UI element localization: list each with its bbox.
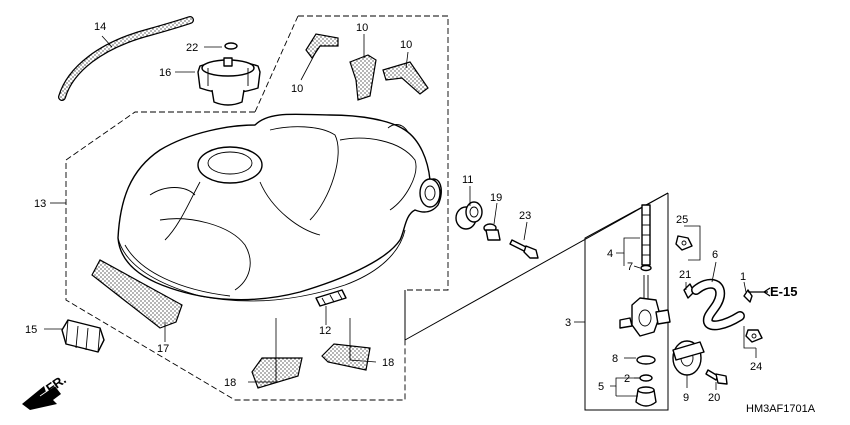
screw-20 (705, 369, 728, 385)
valve-gasket-8 (636, 355, 656, 365)
callout-20: 20 (708, 392, 720, 404)
callout-6: 6 (712, 249, 718, 261)
front-arrow-icon (22, 384, 61, 410)
callouts: 14 22 16 10 10 10 13 15 17 12 18 18 11 1… (25, 21, 762, 404)
callout-16: 16 (159, 67, 171, 79)
callout-14: 14 (94, 21, 106, 33)
hose-clip-1 (743, 289, 753, 303)
sediment-cup (635, 386, 657, 407)
callout-13: 13 (34, 198, 46, 210)
callout-12: 12 (319, 325, 331, 337)
callout-21: 21 (679, 269, 691, 281)
e15-reference-arrow-icon (748, 287, 771, 297)
rubber-strip (315, 289, 347, 307)
callout-17: 17 (157, 343, 169, 355)
rubber-mount (61, 319, 105, 353)
leader-lines (44, 34, 757, 397)
valve-o-ring-2 (639, 374, 653, 382)
tank-bottom-pad (91, 259, 183, 329)
callout-10-right: 10 (400, 39, 412, 51)
fuel-hose (691, 278, 745, 331)
bottom-pad-left (251, 357, 303, 389)
callout-23: 23 (519, 210, 531, 222)
drawing-code: HM3AF1701A (746, 403, 816, 415)
callout-4: 4 (607, 248, 613, 260)
bottom-pad-right (321, 343, 371, 371)
reference-label: E-15 (770, 284, 797, 299)
clip-24 (745, 329, 763, 343)
clip-25 (675, 235, 693, 251)
collar (483, 223, 501, 241)
callout-3: 3 (565, 317, 571, 329)
callout-2: 2 (624, 373, 630, 385)
callout-9: 9 (683, 392, 689, 404)
tank-pad-left (305, 33, 339, 60)
tank-pad-right (382, 61, 429, 95)
tank-pad-middle (349, 54, 377, 101)
callout-18-right: 18 (382, 357, 394, 369)
callout-1: 1 (740, 271, 746, 283)
valve-assembly-outline (404, 192, 669, 411)
valve-o-ring-7 (640, 264, 652, 272)
callout-19: 19 (490, 192, 502, 204)
cap-clip (224, 42, 238, 50)
callout-5: 5 (598, 381, 604, 393)
callout-11: 11 (462, 174, 473, 186)
callout-24: 24 (750, 361, 762, 373)
fuel-filler-cap (197, 57, 261, 106)
callout-10-left: 10 (291, 83, 303, 95)
bolt-23 (509, 239, 539, 259)
callout-15: 15 (25, 324, 37, 336)
breather-tube (58, 16, 194, 101)
callout-18-left: 18 (224, 377, 236, 389)
tank-assembly-outline (65, 15, 449, 401)
callout-22: 22 (186, 42, 198, 54)
fuel-strainer (641, 204, 651, 266)
grommet (455, 201, 483, 230)
fuel-tank (117, 113, 442, 302)
callout-8: 8 (612, 353, 618, 365)
callout-25: 25 (676, 214, 688, 226)
fuel-valve-body (619, 275, 671, 337)
callout-7: 7 (627, 261, 633, 273)
callout-10-middle: 10 (356, 22, 368, 34)
valve-lever (672, 340, 705, 376)
